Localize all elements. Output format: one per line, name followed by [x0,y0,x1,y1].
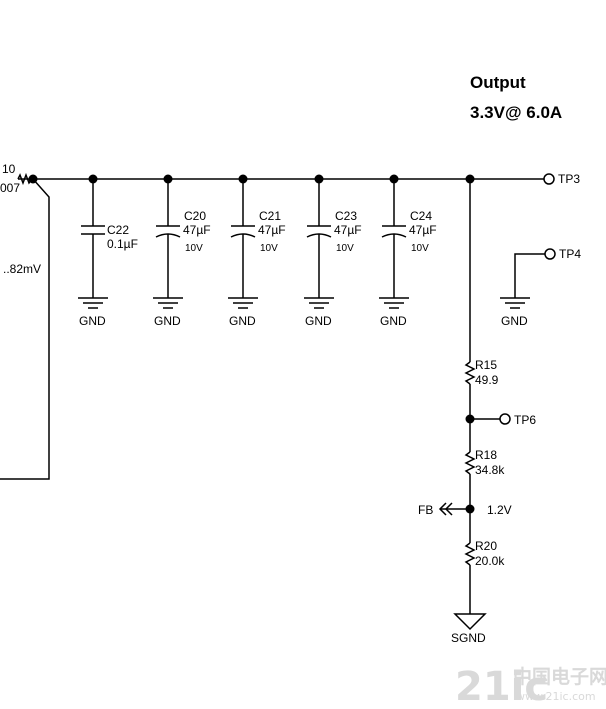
junction-dot [28,174,38,184]
cap-voltage: 10V [260,243,278,254]
r18-value: 34.8k [475,463,505,477]
feedback-divider: R15 49.9 TP6 R18 34.8k FB 1.2V R20 20.0k… [418,179,536,645]
cap-voltage: 10V [336,243,354,254]
tp3-label: TP3 [558,172,580,186]
tp6-label: TP6 [514,413,536,427]
sgnd-label: SGND [451,631,486,645]
left-fragment-top: 10 [2,162,16,176]
resistor-r20 [464,542,476,566]
capacitor-c20: C20 47µF 10V GND [153,174,211,328]
cap-value: 0.1µF [107,237,138,251]
r20-ref: R20 [475,539,497,553]
r15-value: 49.9 [475,373,499,387]
cap-value: 47µF [258,223,286,237]
gnd-label: GND [380,314,407,328]
gnd-label: GND [154,314,181,328]
left-box-wire [0,178,50,480]
watermark-cn: 中国电子网 [513,665,606,688]
capacitor-c24: C24 47µF 10V GND [379,174,437,328]
ground-symbol [78,297,108,309]
test-point-tp3 [543,173,555,185]
cap-ref: C23 [335,209,357,223]
left-fragment-mid: 007 [0,181,20,195]
tp4-label: TP4 [559,247,581,261]
ground-symbol [153,297,183,309]
cap-voltage: 10V [185,243,203,254]
ground-symbol [228,297,258,309]
gnd-label: GND [501,314,528,328]
output-rating: 3.3V@ 6.0A [470,103,562,122]
test-point-tp4 [544,248,556,260]
feedback-arrow [438,502,453,516]
watermark-url: www.21ic.com [516,690,596,703]
r15-ref: R15 [475,358,497,372]
test-point-tp6 [499,413,511,425]
r20-value: 20.0k [475,554,505,568]
cap-ref: C21 [259,209,281,223]
gnd-label: GND [229,314,256,328]
cap-value: 47µF [409,223,437,237]
fb-voltage: 1.2V [487,503,512,517]
capacitor-c23: C23 47µF 10V GND [304,174,362,328]
test-point-tp4-group: TP4 GND [500,247,581,328]
r18-ref: R18 [475,448,497,462]
capacitor-c22: C22 0.1µF GND [78,174,138,328]
signal-ground-symbol [453,613,487,631]
cap-voltage: 10V [411,243,429,254]
watermark-logo: 21ic [455,664,548,709]
cap-value: 47µF [334,223,362,237]
resistor-r18 [464,451,476,475]
cap-ref: C22 [107,223,129,237]
ground-symbol [304,297,334,309]
resistor-r15 [464,361,476,385]
cap-value: 47µF [183,223,211,237]
gnd-label: GND [305,314,332,328]
ground-symbol [379,297,409,309]
fb-label: FB [418,503,433,517]
left-fragment-voltage: ..82mV [3,262,41,276]
cap-ref: C24 [410,209,432,223]
gnd-label: GND [79,314,106,328]
capacitor-c21: C21 47µF 10V GND [228,174,286,328]
output-title: Output [470,73,526,92]
ground-symbol [500,297,530,309]
cap-ref: C20 [184,209,206,223]
